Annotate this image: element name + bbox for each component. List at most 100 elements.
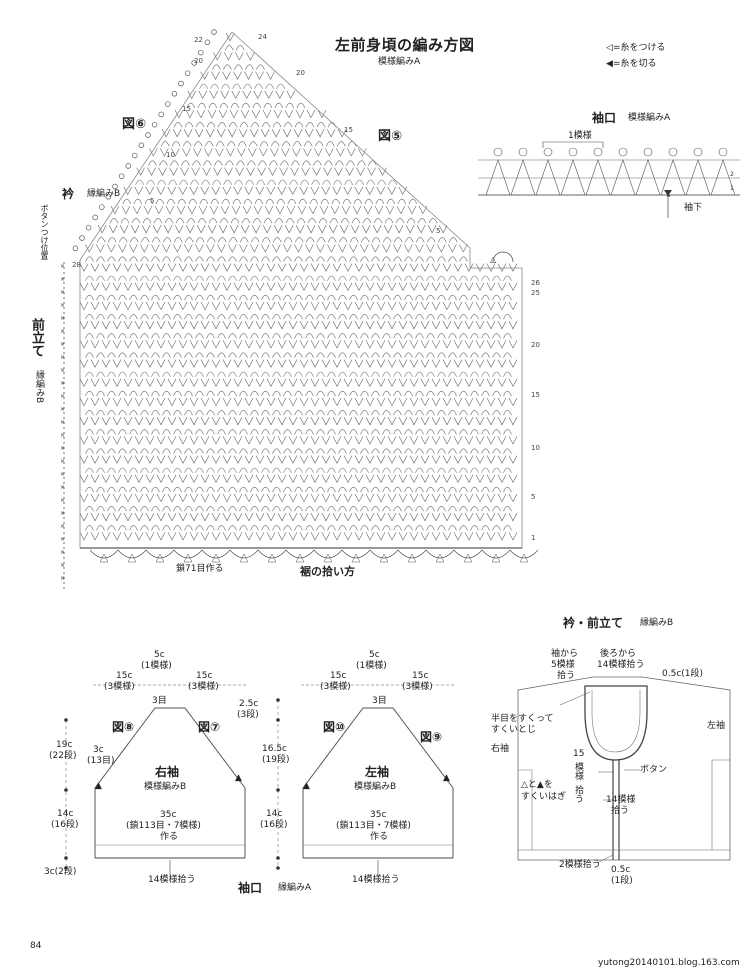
stitch-mark	[404, 371, 413, 377]
stitch-mark	[173, 122, 183, 128]
stitch-mark	[371, 506, 380, 512]
stitch-mark	[168, 179, 177, 185]
stitch-mark	[376, 532, 386, 541]
stitch-mark	[211, 71, 220, 80]
hem-fan	[155, 553, 165, 563]
stitch-mark	[101, 493, 111, 503]
stitch-mark	[327, 275, 336, 281]
stitch-row	[85, 256, 468, 262]
stitch-mark	[260, 129, 270, 138]
stitch-mark	[470, 275, 479, 281]
band-half-stitch: 半目をすくって	[491, 714, 554, 724]
stitch-mark	[398, 378, 408, 388]
stitch-mark	[299, 282, 309, 292]
stitch-row	[161, 129, 347, 138]
stitch-mark	[316, 486, 325, 493]
stitch-mark	[264, 205, 274, 215]
row-num: 15	[531, 391, 540, 399]
stitch-mark	[277, 359, 287, 368]
stitch-mark	[175, 218, 185, 224]
stitch-mark	[486, 321, 496, 330]
stitch-mark	[453, 282, 463, 292]
stitch-mark	[212, 179, 221, 185]
stitch-mark	[250, 314, 259, 320]
stitch-mark	[344, 179, 353, 185]
stitch-mark	[431, 282, 441, 292]
stitch-row	[85, 467, 512, 473]
stitch-mark	[206, 371, 215, 377]
stitch-mark	[197, 218, 207, 224]
stitch-mark	[503, 294, 512, 301]
dim-dot	[64, 788, 68, 792]
stitch-mark	[228, 486, 237, 493]
stitch-mark	[398, 263, 408, 272]
stitch-mark	[156, 397, 166, 407]
stitch-mark	[211, 263, 221, 272]
stitch-mark	[211, 282, 221, 292]
stitch-mark	[261, 410, 270, 416]
stitch-mark	[404, 294, 413, 301]
stitch-mark	[382, 244, 391, 253]
collar-loop	[171, 91, 178, 97]
stitch-mark	[437, 333, 446, 339]
stitch-mark	[327, 410, 336, 416]
x-stitch: ×	[60, 354, 65, 361]
stitch-mark	[327, 256, 336, 262]
stitch-mark	[228, 525, 237, 531]
stitch-mark	[415, 244, 424, 253]
stitch-mark	[288, 359, 298, 368]
stitch-mark	[85, 256, 94, 262]
stitch-row	[79, 513, 518, 522]
stitch-mark	[90, 321, 100, 330]
stitch-mark	[448, 390, 457, 397]
stitch-mark	[343, 186, 352, 196]
stitch-mark	[475, 532, 485, 541]
stitch-mark	[305, 256, 314, 262]
stitch-mark	[107, 448, 116, 454]
stitch-mark	[343, 263, 353, 272]
rs-cuff-pattern: 縁編みA	[278, 883, 312, 893]
band-bottom-sub: (1段)	[611, 876, 633, 886]
stitch-mark	[393, 390, 402, 397]
stitch-mark	[244, 417, 254, 426]
stitch-mark	[118, 486, 127, 493]
stitch-mark	[261, 244, 270, 253]
stitch-mark	[283, 410, 292, 416]
stitch-mark	[437, 467, 446, 473]
stitch-mark	[101, 378, 111, 388]
stitch-mark	[404, 237, 414, 243]
stitch-mark	[481, 525, 490, 531]
stitch-mark	[464, 282, 474, 292]
stitch-mark	[85, 525, 94, 531]
stitch-mark	[321, 378, 331, 388]
stitch-mark	[173, 390, 182, 397]
stitch-mark	[235, 45, 245, 51]
stitch-mark	[255, 282, 265, 292]
stitch-mark	[315, 129, 325, 138]
stitch-mark	[223, 179, 232, 185]
stitch-mark	[497, 436, 507, 445]
stitch-mark	[173, 294, 182, 301]
stitch-mark	[299, 532, 309, 541]
stitch-row	[85, 429, 512, 435]
stitch-mark	[197, 102, 207, 109]
stitch-mark	[321, 532, 331, 541]
band-title: 衿・前立て	[563, 616, 624, 630]
stitch-mark	[349, 467, 358, 473]
stitch-mark	[123, 436, 133, 445]
stitch-mark	[453, 340, 463, 349]
dim-dot	[276, 698, 280, 702]
stitch-mark	[228, 467, 237, 473]
stitch-mark	[208, 102, 218, 109]
stitch-mark	[442, 263, 452, 272]
stitch-mark	[404, 506, 413, 512]
stitch-mark	[288, 378, 298, 388]
stitch-mark	[79, 513, 89, 522]
stitch-mark	[305, 333, 314, 339]
stitch-mark	[406, 218, 416, 224]
attach-mark: △	[490, 255, 497, 264]
stitch-mark	[343, 359, 353, 368]
row-num: 25	[531, 289, 540, 297]
x-stitch: ×	[60, 380, 65, 387]
band-neck-inner	[591, 690, 641, 753]
